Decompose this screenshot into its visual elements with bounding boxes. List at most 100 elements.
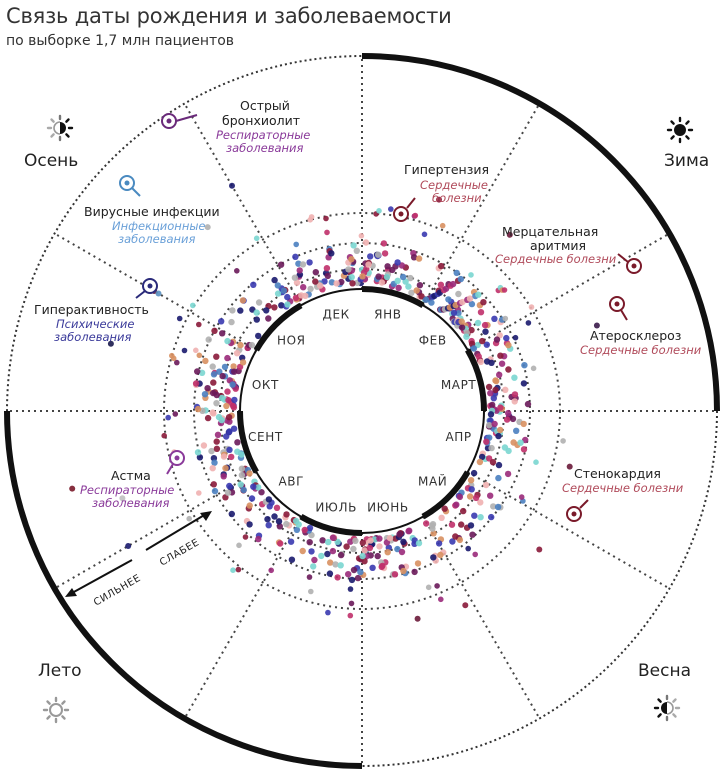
disease-dot — [255, 484, 262, 491]
disease-dot — [196, 490, 202, 496]
disease-dot — [230, 425, 238, 432]
disease-dot — [302, 292, 309, 299]
disease-dot — [293, 241, 300, 248]
disease-dot — [306, 524, 314, 532]
disease-dot — [225, 414, 233, 421]
disease-dot — [406, 527, 413, 534]
disease-dot — [458, 318, 465, 325]
month-divider — [183, 516, 302, 719]
disease-dot — [495, 461, 503, 469]
marker-icon — [566, 499, 589, 522]
disease-dot — [520, 446, 528, 453]
disease-dot — [209, 409, 216, 416]
disease-dot — [453, 269, 460, 277]
disease-dot — [181, 347, 188, 354]
disease-dot — [511, 398, 518, 405]
disease-dot — [465, 545, 472, 552]
disease-dot — [469, 531, 476, 538]
marker-icon — [161, 113, 198, 129]
ring-mid — [193, 242, 531, 580]
disease-dot — [345, 571, 352, 578]
disease-dot — [511, 374, 518, 381]
disease-dot — [213, 400, 220, 407]
disease-dot — [287, 538, 295, 545]
disease-dot — [225, 397, 232, 404]
disease-dot — [487, 390, 494, 397]
month-heavy-arc — [421, 470, 471, 520]
disease-dot — [468, 272, 474, 278]
disease-dot — [248, 341, 256, 349]
disease-dot — [347, 538, 354, 545]
disease-dot — [213, 438, 220, 445]
disease-category: заболевания — [118, 232, 196, 246]
disease-category: Респираторные — [216, 128, 310, 142]
disease-dot — [176, 315, 183, 322]
disease-dot — [250, 281, 257, 288]
disease-dot — [283, 520, 290, 528]
disease-dot — [483, 438, 490, 445]
month-label: ОКТ — [252, 378, 279, 392]
disease-name: Гиперактивность — [34, 302, 149, 317]
disease-dot — [234, 439, 241, 446]
disease-dot — [472, 551, 479, 558]
disease-dot — [202, 357, 209, 365]
disease-dot — [255, 332, 262, 340]
disease-name: Гипертензия — [404, 162, 489, 177]
disease-dot — [201, 391, 209, 398]
disease-dot — [293, 279, 301, 286]
disease-dot — [367, 537, 374, 544]
marker-icon — [609, 296, 628, 321]
disease-dot — [229, 381, 236, 388]
disease-dot — [391, 571, 399, 578]
disease-dot — [284, 301, 291, 308]
disease-dot — [239, 297, 247, 304]
disease-name: Вирусные инфекции — [84, 204, 220, 219]
disease-dot — [312, 269, 319, 276]
page-subtitle: по выборке 1,7 млн пациентов — [6, 33, 235, 49]
disease-dot — [228, 318, 235, 326]
month-label: МАЙ — [418, 474, 447, 489]
disease-dot — [413, 287, 420, 294]
strength-scale: СЛАБЕЕ СИЛЬНЕЕ — [65, 511, 212, 609]
disease-dot — [226, 446, 233, 453]
disease-dot — [481, 321, 489, 329]
disease-dot — [520, 420, 527, 428]
disease-dot — [161, 432, 167, 439]
disease-dot — [478, 453, 486, 461]
disease-dot — [396, 531, 403, 538]
month-heavy-arc — [237, 410, 259, 474]
disease-dot — [415, 255, 423, 262]
disease-dot — [492, 386, 499, 394]
disease-dot — [211, 487, 219, 495]
disease-dot — [450, 309, 458, 317]
disease-dot — [306, 574, 313, 580]
disease-category: Сердечные — [420, 178, 488, 192]
ring-weak — [163, 212, 561, 610]
disease-dot — [414, 560, 422, 567]
disease-dot — [219, 330, 226, 337]
disease-dot — [399, 273, 407, 281]
disease-dot — [437, 281, 445, 288]
disease-dot — [345, 266, 352, 273]
disease-dot — [229, 307, 236, 314]
disease-dot — [352, 537, 359, 544]
disease-dot — [268, 567, 275, 574]
disease-dot — [489, 401, 496, 409]
disease-dot — [193, 347, 199, 354]
disease-dot — [353, 247, 360, 254]
disease-dot — [318, 552, 325, 560]
disease-dot — [496, 371, 503, 378]
disease-dot — [533, 459, 539, 466]
disease-dot — [505, 366, 512, 373]
disease-dot — [434, 583, 440, 589]
disease-dot — [466, 295, 474, 302]
disease-dot — [174, 359, 180, 366]
disease-dot — [246, 521, 253, 528]
disease-dot — [223, 433, 230, 440]
disease-dot — [258, 489, 265, 496]
disease-dot — [483, 341, 490, 348]
disease-dot — [398, 548, 406, 556]
disease-dot — [246, 502, 253, 509]
